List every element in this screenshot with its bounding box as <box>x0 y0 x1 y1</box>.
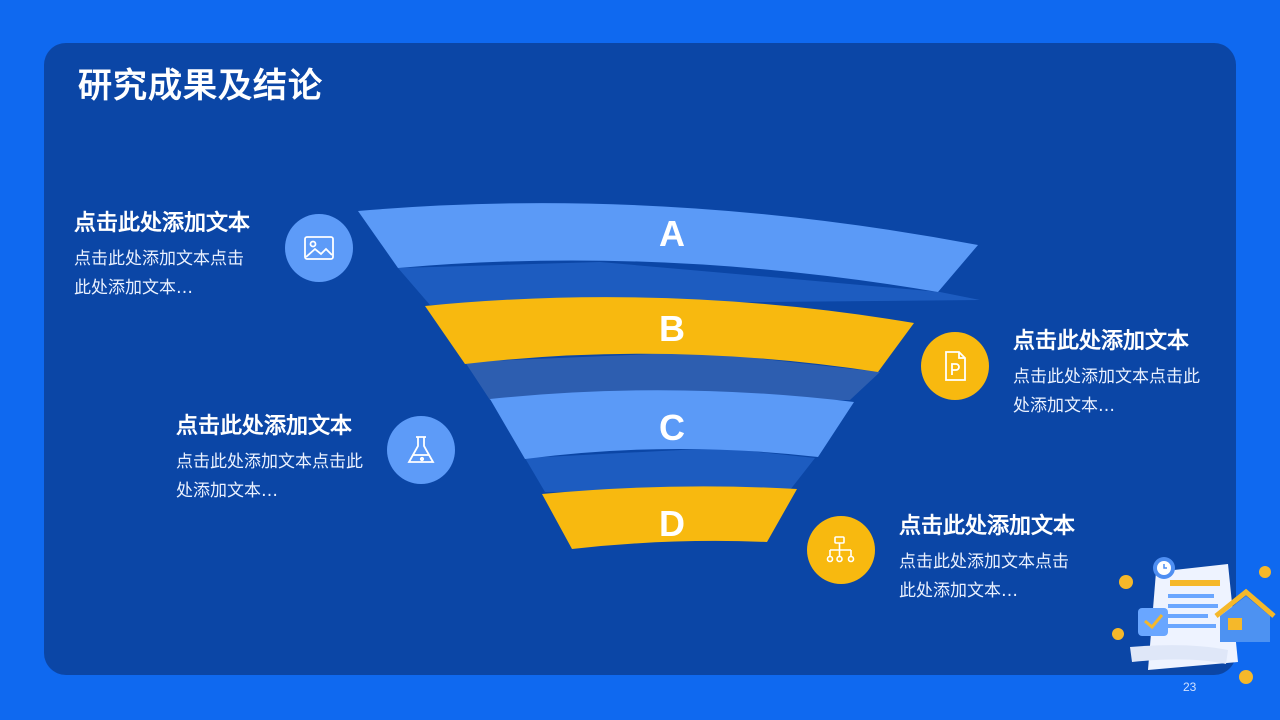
funnel-connector-cd <box>525 448 815 492</box>
document-icon-circle <box>921 332 989 400</box>
flask-icon-circle <box>387 416 455 484</box>
document-illustration <box>1112 557 1276 684</box>
document-p-icon <box>945 351 966 381</box>
page-title: 研究成果及结论 <box>78 66 323 106</box>
org-chart-icon-circle <box>807 516 875 584</box>
funnel-label-a: A <box>659 213 685 254</box>
funnel-level-a <box>358 203 978 292</box>
flask-icon <box>407 436 435 463</box>
text-block-3: 点击此处添加文本 点击此处添加文本点击此处添加文本… <box>176 408 366 506</box>
funnel-label-d: D <box>659 503 685 544</box>
text-block-2: 点击此处添加文本 点击此处添加文本点击此处添加文本… <box>1013 323 1203 421</box>
funnel-level-d <box>542 486 797 549</box>
text-block-1: 点击此处添加文本 点击此处添加文本点击此处添加文本… <box>74 205 254 303</box>
block-body: 点击此处添加文本点击此处添加文本… <box>1013 367 1200 416</box>
org-chart-icon <box>826 536 855 563</box>
funnel-label-c: C <box>659 407 685 448</box>
block-heading: 点击此处添加文本 <box>1013 329 1190 354</box>
block-body: 点击此处添加文本点击此处添加文本… <box>899 552 1069 601</box>
block-heading: 点击此处添加文本 <box>899 514 1076 539</box>
block-body: 点击此处添加文本点击此处添加文本… <box>74 249 244 298</box>
block-heading: 点击此处添加文本 <box>176 414 353 439</box>
image-icon-circle <box>285 214 353 282</box>
funnel-level-c <box>490 390 854 459</box>
text-block-4: 点击此处添加文本 点击此处添加文本点击此处添加文本… <box>899 508 1076 606</box>
funnel-label-b: B <box>659 308 685 349</box>
funnel-connector-bc <box>465 352 880 400</box>
block-body: 点击此处添加文本点击此处添加文本… <box>176 452 363 501</box>
block-heading: 点击此处添加文本 <box>74 211 251 236</box>
funnel-level-b <box>425 297 914 372</box>
funnel-connector-ab <box>398 262 980 305</box>
page-number: 23 <box>1183 680 1197 694</box>
image-icon <box>304 236 334 260</box>
